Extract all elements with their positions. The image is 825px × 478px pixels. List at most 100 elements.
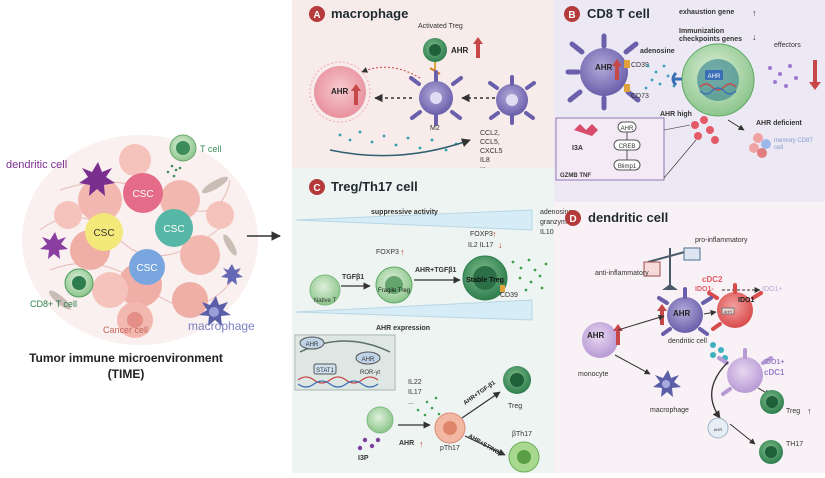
svg-text:AHR+TGFβ1: AHR+TGFβ1: [415, 267, 457, 274]
svg-text:IL22: IL22: [408, 379, 422, 386]
panel-d-badge: [565, 210, 581, 226]
svg-text:...: ...: [408, 399, 414, 406]
csc-cell: CSC: [123, 173, 163, 213]
tumor-cell-icon: [314, 66, 366, 118]
svg-text:CREB: CREB: [619, 144, 636, 150]
time-caption-line1: Tumor immune microenvironment: [29, 351, 223, 365]
svg-text:AHR: AHR: [595, 63, 613, 72]
native-t-cell-icon: Native T: [309, 274, 341, 306]
svg-text:AHR: AHR: [399, 440, 414, 447]
panel-d-title: dendritic cell: [588, 210, 668, 225]
svg-text:AHR: AHR: [673, 309, 691, 318]
svg-text:cell: cell: [774, 145, 783, 151]
svg-text:AHR: AHR: [724, 309, 733, 314]
svg-text:Treg: Treg: [786, 408, 800, 415]
bth17-icon: [508, 441, 540, 473]
svg-text:cDC1: cDC1: [764, 368, 785, 377]
svg-text:granzyme: granzyme: [540, 219, 571, 226]
down-arrow-icon: [809, 60, 821, 90]
panel-c: C Treg/Th17 cell suppressive activity ad…: [294, 179, 572, 473]
svg-text:↑: ↑: [492, 229, 497, 239]
svg-text:IL2 IL17: IL2 IL17: [468, 242, 493, 249]
m2-macrophage-icon: [409, 70, 463, 126]
svg-text:TGFβ1: TGFβ1: [342, 274, 364, 281]
svg-text:STAT1: STAT1: [316, 368, 334, 374]
svg-text:AHR: AHR: [714, 427, 723, 432]
svg-text:CD39: CD39: [631, 62, 649, 69]
treg-d-icon: [760, 390, 784, 414]
svg-text:C: C: [313, 183, 320, 194]
adenosine-label: adenosine: [640, 48, 675, 55]
stable-treg-icon: Stable Treg: [462, 255, 508, 301]
svg-text:CD39: CD39: [500, 292, 518, 299]
svg-text:Immunization: Immunization: [679, 28, 724, 35]
macrophage-d-icon: [653, 370, 681, 397]
svg-text:↑: ↑: [752, 8, 757, 18]
macrophage-label: macrophage: [188, 319, 255, 333]
panel-a-badge: [309, 6, 325, 22]
svg-text:CSC: CSC: [132, 189, 153, 200]
svg-text:CSC: CSC: [136, 263, 157, 274]
svg-text:Blimp1: Blimp1: [618, 164, 637, 170]
svg-text:IL10: IL10: [540, 229, 554, 236]
svg-text:↓: ↓: [752, 32, 757, 42]
up-arrow-icon: [351, 84, 361, 105]
m2-label: M2: [430, 125, 440, 132]
svg-text:ROR-γt: ROR-γt: [360, 370, 380, 376]
svg-text:IDO1-: IDO1-: [695, 286, 714, 293]
svg-text:↑: ↑: [419, 439, 424, 449]
svg-text:Fragile Treg: Fragile Treg: [378, 288, 410, 294]
panel-d: D dendritic cell pro-inflammatory anti-i…: [565, 210, 812, 464]
svg-text:AHR: AHR: [708, 74, 721, 80]
suppressive-label: suppressive activity: [371, 209, 438, 216]
svg-text:AHR: AHR: [587, 331, 605, 340]
svg-text:anti-inflammatory: anti-inflammatory: [595, 270, 649, 277]
dendritic-cell-icon: [79, 162, 115, 196]
cd8-t-cell-label: CD8+ T cell: [30, 299, 77, 309]
cd8-t-cell-big-icon: AHR: [681, 43, 755, 117]
time-caption-line2: (TIME): [108, 367, 145, 381]
svg-text:monocyte: monocyte: [578, 371, 608, 378]
svg-text:FOXP3: FOXP3: [376, 249, 399, 256]
svg-text:CXCL5: CXCL5: [480, 148, 503, 155]
svg-text:Treg: Treg: [508, 403, 522, 410]
panel-c-badge: [309, 179, 325, 195]
svg-text:Native T: Native T: [314, 298, 337, 304]
svg-text:checkpoints genes: checkpoints genes: [679, 36, 742, 43]
panel-b-title: CD8 T cell: [587, 6, 650, 21]
svg-text:pro-inflammatory: pro-inflammatory: [695, 237, 748, 244]
svg-text:↓: ↓: [498, 240, 503, 250]
svg-text:CCL2,: CCL2,: [480, 130, 500, 137]
svg-text:βTh17: βTh17: [512, 431, 532, 438]
cd8-t-cell-icon: [64, 268, 94, 298]
svg-text:AHR: AHR: [331, 87, 349, 96]
svg-text:IDO1: IDO1: [738, 297, 754, 304]
svg-text:IL8: IL8: [480, 157, 490, 164]
th17-d-icon: [759, 440, 783, 464]
treg-out-icon: [503, 366, 531, 394]
svg-text:AHR: AHR: [621, 126, 634, 132]
naive-t-d-icon: AHR: [707, 417, 729, 439]
svg-text:CSC: CSC: [93, 228, 114, 239]
svg-text:I3A: I3A: [572, 145, 583, 152]
effectors-label: effectors: [774, 42, 801, 49]
svg-text:AHR: AHR: [451, 46, 469, 55]
pth17-icon: [434, 412, 466, 444]
cdc1-cell-icon: [717, 348, 773, 396]
ahr-expression-label: AHR expression: [376, 325, 430, 332]
svg-text:AHR: AHR: [362, 357, 375, 363]
svg-text:pTh17: pTh17: [440, 445, 460, 452]
svg-text:Stable Treg: Stable Treg: [466, 277, 504, 284]
macrophage-icon: [199, 296, 231, 326]
csc-cell: CSC: [129, 249, 165, 285]
svg-text:↑: ↑: [400, 247, 405, 257]
nucleus-box: [294, 334, 396, 391]
svg-text:D: D: [569, 214, 576, 225]
svg-text:CD73: CD73: [631, 93, 649, 100]
svg-text:FOXP3: FOXP3: [470, 231, 493, 238]
ahr-high-label: AHR high: [660, 111, 692, 118]
ahr-deficient-label: AHR deficient: [756, 120, 803, 127]
svg-text:macrophage: macrophage: [650, 407, 689, 414]
